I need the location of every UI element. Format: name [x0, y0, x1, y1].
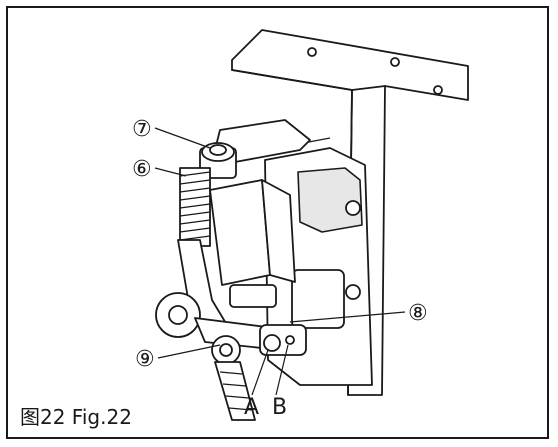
cylinder-body	[209, 179, 296, 308]
leader-lines	[154, 127, 406, 396]
rod	[214, 361, 256, 421]
callout-7: ⑦	[132, 117, 152, 142]
label-b: B	[272, 395, 287, 420]
figure-caption: 图22 Fig.22	[20, 405, 132, 429]
callout-8: ⑧	[408, 301, 428, 326]
callout-6: ⑥	[132, 157, 152, 182]
callout-9: ⑨	[135, 347, 155, 372]
adjusting-part	[211, 324, 307, 365]
label-a: A	[244, 395, 259, 420]
spring	[179, 167, 211, 247]
